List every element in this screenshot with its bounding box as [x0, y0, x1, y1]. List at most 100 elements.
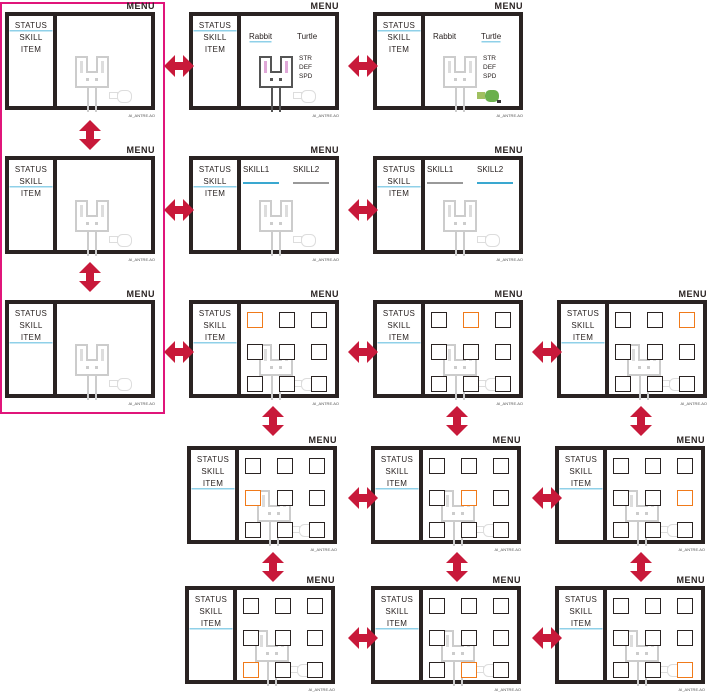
menu-item-skill[interactable]: SKILL: [377, 177, 421, 186]
menu-item-skill[interactable]: SKILL: [19, 321, 43, 330]
item-slot[interactable]: [495, 344, 511, 360]
item-slot[interactable]: [647, 344, 663, 360]
menu-item-status[interactable]: STATUS: [566, 309, 600, 318]
menu-item-skill[interactable]: SKILL: [201, 467, 225, 476]
menu-item-status[interactable]: STATUS: [14, 309, 48, 318]
menu-item-skill[interactable]: SKILL: [387, 33, 411, 42]
item-slot[interactable]: [647, 312, 663, 328]
item-slot[interactable]: [463, 312, 479, 328]
menu-item-skill[interactable]: SKILL: [569, 607, 593, 616]
item-slot[interactable]: [277, 458, 293, 474]
menu-item-status[interactable]: STATUS: [194, 595, 228, 604]
item-slot[interactable]: [279, 312, 295, 328]
item-slot[interactable]: [431, 312, 447, 328]
item-slot[interactable]: [645, 662, 661, 678]
menu-item-status[interactable]: STATUS: [564, 455, 598, 464]
menu-item-item[interactable]: ITEM: [204, 189, 226, 198]
menu-item-item[interactable]: ITEM: [9, 333, 53, 342]
menu-item-status[interactable]: STATUS: [193, 21, 237, 30]
item-slot[interactable]: [277, 490, 293, 506]
menu-item-status[interactable]: STATUS: [380, 595, 414, 604]
item-slot[interactable]: [493, 598, 509, 614]
menu-item-status[interactable]: STATUS: [382, 165, 416, 174]
menu-item-item[interactable]: ITEM: [20, 189, 42, 198]
skill-tab-skill1[interactable]: SKILL1: [243, 165, 270, 174]
menu-item-status[interactable]: STATUS: [14, 165, 48, 174]
menu-item-item[interactable]: ITEM: [191, 479, 235, 488]
item-slot[interactable]: [679, 344, 695, 360]
character-tab-rabbit[interactable]: Rabbit: [249, 32, 273, 41]
item-slot[interactable]: [309, 522, 325, 538]
item-slot[interactable]: [493, 522, 509, 538]
menu-item-skill[interactable]: SKILL: [199, 607, 223, 616]
item-slot[interactable]: [615, 312, 631, 328]
item-slot[interactable]: [645, 598, 661, 614]
item-slot[interactable]: [493, 490, 509, 506]
item-slot[interactable]: [245, 458, 261, 474]
item-slot[interactable]: [461, 598, 477, 614]
skill-tab-skill2[interactable]: SKILL2: [477, 165, 504, 174]
item-slot[interactable]: [307, 662, 323, 678]
menu-item-status[interactable]: STATUS: [9, 21, 53, 30]
item-slot[interactable]: [309, 490, 325, 506]
item-slot[interactable]: [645, 490, 661, 506]
item-slot[interactable]: [677, 598, 693, 614]
menu-item-item[interactable]: ITEM: [20, 45, 42, 54]
item-slot[interactable]: [461, 662, 477, 678]
item-slot[interactable]: [613, 662, 629, 678]
item-slot[interactable]: [495, 312, 511, 328]
item-slot[interactable]: [645, 630, 661, 646]
item-slot[interactable]: [677, 490, 693, 506]
menu-item-skill[interactable]: SKILL: [387, 321, 411, 330]
item-slot[interactable]: [279, 344, 295, 360]
item-slot[interactable]: [645, 458, 661, 474]
item-slot[interactable]: [677, 630, 693, 646]
item-slot[interactable]: [613, 630, 629, 646]
character-tab-turtle[interactable]: Turtle: [297, 32, 318, 41]
item-slot[interactable]: [431, 344, 447, 360]
skill-tab-skill2[interactable]: SKILL2: [293, 165, 320, 174]
item-slot[interactable]: [461, 490, 477, 506]
item-slot[interactable]: [429, 458, 445, 474]
item-slot[interactable]: [493, 458, 509, 474]
menu-item-item[interactable]: ITEM: [388, 189, 410, 198]
menu-item-skill[interactable]: SKILL: [571, 321, 595, 330]
item-slot[interactable]: [495, 376, 511, 392]
menu-item-skill[interactable]: SKILL: [569, 467, 593, 476]
menu-item-status[interactable]: STATUS: [198, 309, 232, 318]
menu-item-item[interactable]: ITEM: [388, 45, 410, 54]
item-slot[interactable]: [309, 458, 325, 474]
character-tab-rabbit[interactable]: Rabbit: [433, 32, 457, 41]
item-slot[interactable]: [647, 376, 663, 392]
item-slot[interactable]: [677, 522, 693, 538]
menu-item-item[interactable]: ITEM: [204, 45, 226, 54]
item-slot[interactable]: [645, 522, 661, 538]
skill-tab-skill1[interactable]: SKILL1: [427, 165, 454, 174]
menu-item-item[interactable]: ITEM: [375, 479, 419, 488]
item-slot[interactable]: [461, 458, 477, 474]
item-slot[interactable]: [679, 376, 695, 392]
item-slot[interactable]: [613, 522, 629, 538]
item-slot[interactable]: [613, 458, 629, 474]
item-slot[interactable]: [463, 376, 479, 392]
item-slot[interactable]: [613, 490, 629, 506]
item-slot[interactable]: [679, 312, 695, 328]
menu-item-skill[interactable]: SKILL: [385, 467, 409, 476]
item-slot[interactable]: [245, 490, 261, 506]
item-slot[interactable]: [245, 522, 261, 538]
menu-item-status[interactable]: STATUS: [198, 165, 232, 174]
item-slot[interactable]: [493, 630, 509, 646]
menu-item-skill[interactable]: SKILL: [19, 33, 43, 42]
menu-item-skill[interactable]: SKILL: [385, 607, 409, 616]
character-tab-turtle[interactable]: Turtle: [481, 32, 502, 41]
item-slot[interactable]: [311, 376, 327, 392]
item-slot[interactable]: [275, 662, 291, 678]
item-slot[interactable]: [247, 376, 263, 392]
item-slot[interactable]: [311, 312, 327, 328]
item-slot[interactable]: [431, 376, 447, 392]
item-slot[interactable]: [247, 312, 263, 328]
menu-item-status[interactable]: STATUS: [382, 309, 416, 318]
menu-item-status[interactable]: STATUS: [380, 455, 414, 464]
menu-item-skill[interactable]: SKILL: [203, 33, 227, 42]
item-slot[interactable]: [677, 662, 693, 678]
